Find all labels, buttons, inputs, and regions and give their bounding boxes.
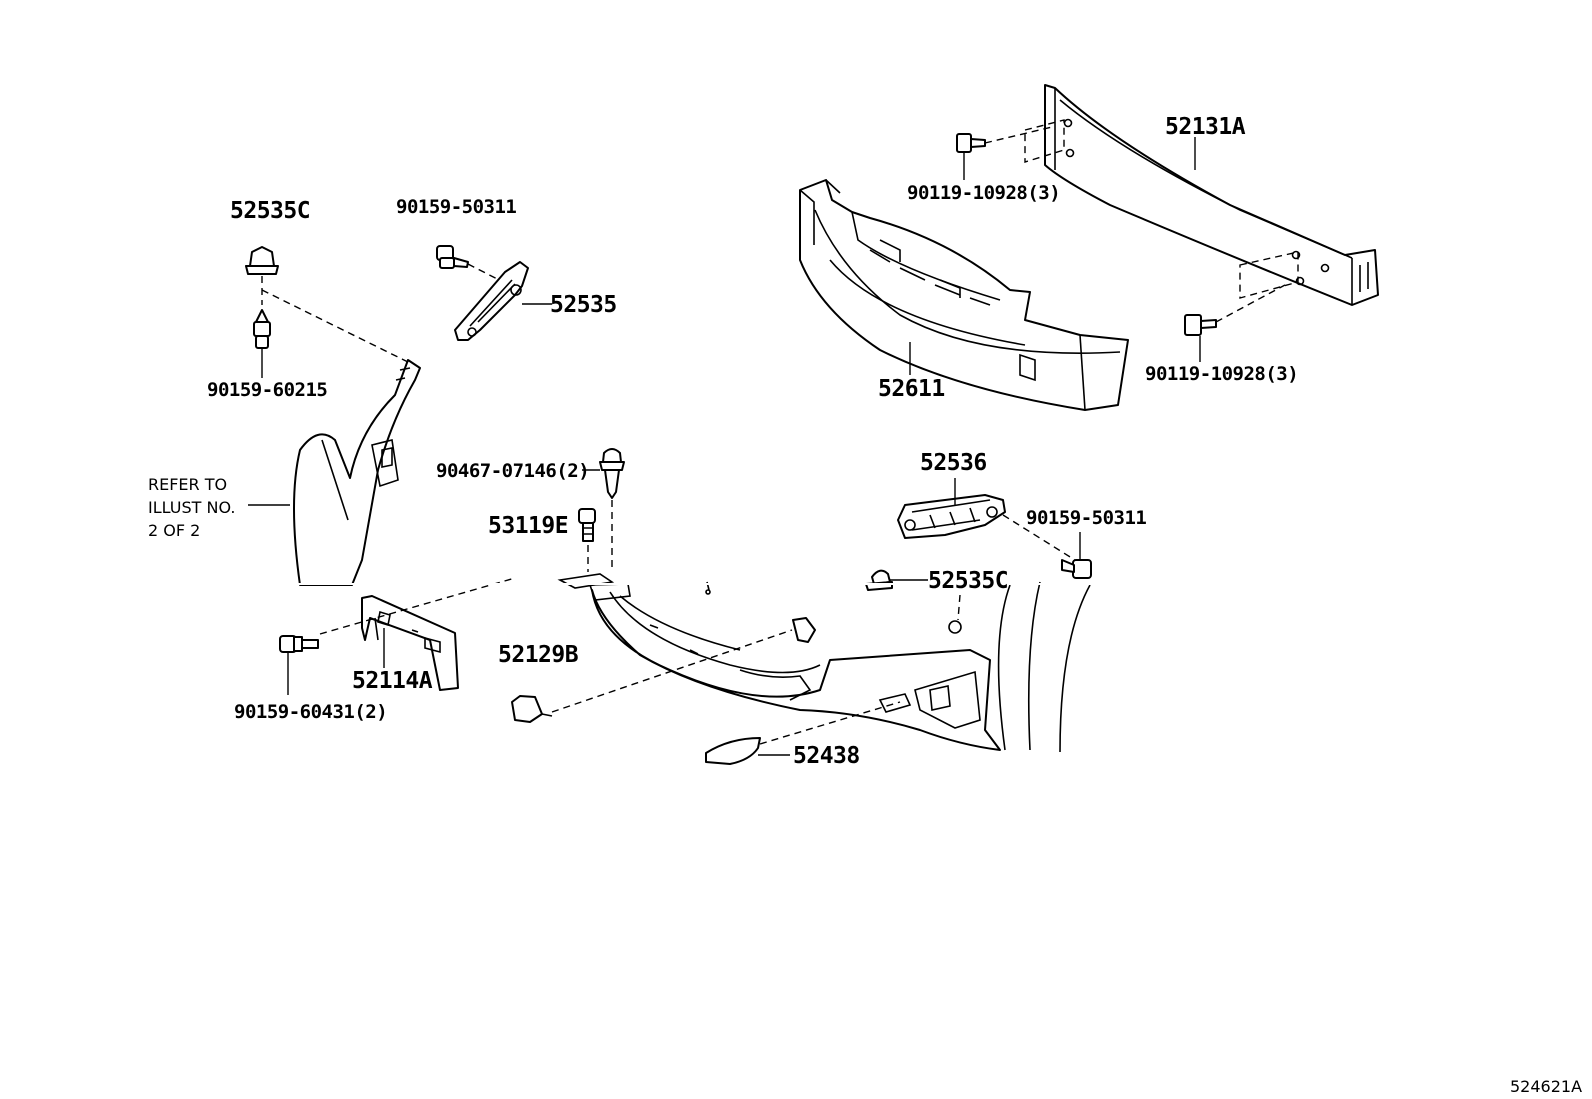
illustration-id: 524621A: [1510, 1077, 1582, 1096]
energy-absorber-52611[interactable]: [799, 179, 1129, 411]
dashed-link-52535c: [261, 289, 411, 364]
callout-90159-60215: 90159-60215: [207, 379, 327, 401]
callout-90159-60431: 90159-60431(2): [234, 701, 387, 723]
note-line-3: 2 OF 2: [148, 521, 200, 540]
callout-52611: 52611: [878, 376, 945, 402]
callout-52131a: 52131A: [1165, 114, 1246, 140]
bolt-90119-10928-upper[interactable]: [956, 126, 1053, 153]
callout-90159-50311-upper: 90159-50311: [396, 196, 516, 218]
callout-52535: 52535: [550, 292, 617, 318]
callout-90159-50311-lower: 90159-50311: [1026, 507, 1146, 529]
bumper-side-left[interactable]: [293, 359, 421, 586]
callout-90467-07146: 90467-07146(2): [436, 460, 589, 482]
bracket-52536[interactable]: [897, 494, 1076, 561]
callout-90119-10928-upper: 90119-10928(3): [907, 182, 1060, 204]
clip-90467-07146[interactable]: [599, 448, 625, 572]
callout-52114a: 52114A: [352, 668, 433, 694]
bolt-53119e[interactable]: [578, 508, 596, 572]
callout-53119e: 53119E: [488, 513, 568, 539]
screw-90159-60431[interactable]: [279, 635, 319, 653]
callout-52535c-lower: 52535C: [928, 568, 1008, 594]
clip-52535c-upper[interactable]: [245, 246, 279, 305]
callout-52536: 52536: [920, 450, 987, 476]
callout-90119-10928-lower: 90119-10928(3): [1145, 363, 1298, 385]
bolt-90119-10928-lower[interactable]: [1184, 284, 1286, 336]
callout-52438: 52438: [793, 743, 860, 769]
bracket-52535[interactable]: [454, 261, 529, 341]
screw-90159-50311-upper[interactable]: [436, 245, 506, 284]
license-bracket-52114a[interactable]: [319, 577, 516, 691]
hook-cover-52129b[interactable]: [511, 617, 816, 723]
screw-90159-50311-lower[interactable]: [1061, 559, 1092, 579]
bumper-reinforcement-52131a[interactable]: [1024, 84, 1379, 306]
reference-note: REFER TO ILLUST NO. 2 OF 2: [148, 475, 235, 540]
callout-52535c-upper: 52535C: [230, 198, 310, 224]
note-line-1: REFER TO: [148, 475, 227, 494]
washer-cover-52438[interactable]: [705, 701, 901, 765]
front-bumper-cover[interactable]: [557, 573, 1091, 753]
note-line-2: ILLUST NO.: [148, 498, 235, 517]
screw-90159-60215[interactable]: [253, 309, 271, 349]
callout-52129b: 52129B: [498, 642, 579, 668]
